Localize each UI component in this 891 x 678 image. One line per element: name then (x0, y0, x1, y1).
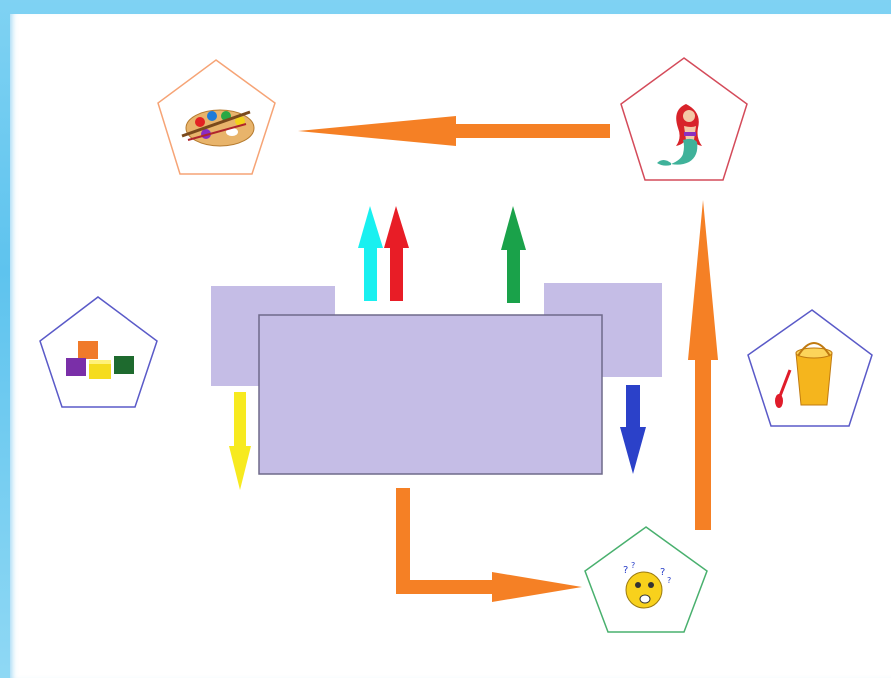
svg-text:?: ? (631, 561, 635, 570)
green-arrow-up (501, 206, 526, 303)
palette-node (158, 60, 275, 174)
cyan-arrow-up (358, 206, 383, 301)
mermaid-node (621, 58, 747, 180)
flow-arrow-to-palette (298, 116, 610, 146)
blue-arrow-down (620, 385, 646, 474)
svg-text:?: ? (667, 576, 671, 585)
main-block (259, 315, 602, 474)
blocks-node (40, 297, 157, 407)
svg-text:?: ? (660, 567, 665, 578)
flow-arrow-to-mermaid (688, 200, 718, 530)
svg-text:?: ? (623, 565, 628, 576)
red-arrow-up (384, 206, 409, 301)
yellow-arrow-down (229, 392, 251, 490)
thinking-node: ? ? ? ? (585, 527, 707, 632)
flow-arrow-to-thinking (396, 488, 582, 602)
bucket-node (748, 310, 872, 426)
